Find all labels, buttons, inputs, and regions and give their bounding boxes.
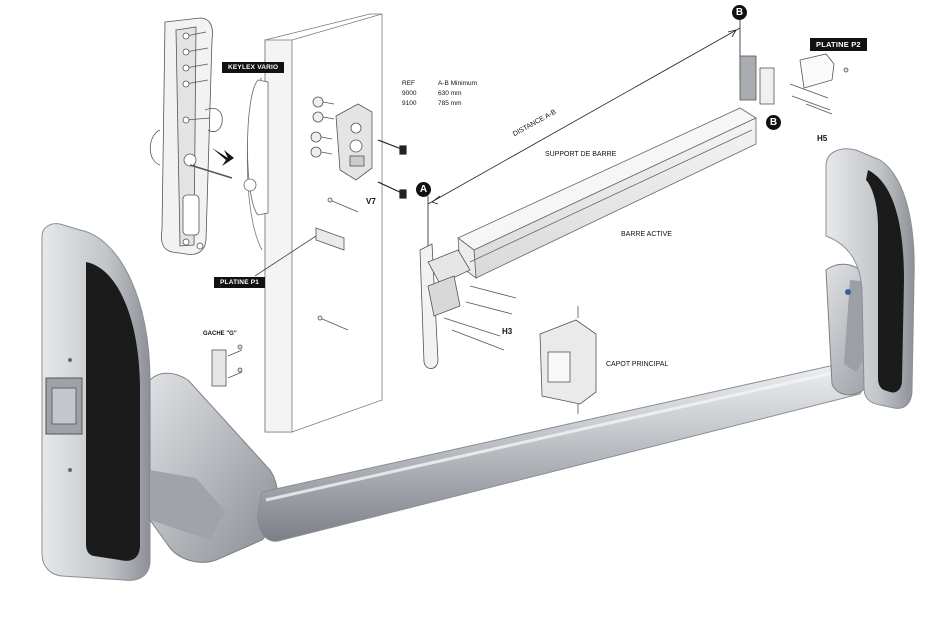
cylinder-housing bbox=[335, 103, 373, 181]
ref-header-ref: REF bbox=[402, 80, 415, 87]
platine-p1-leader bbox=[254, 235, 317, 277]
keylex-vario-lock bbox=[149, 17, 233, 255]
label-v7: V7 bbox=[366, 197, 376, 206]
door-lock-outline bbox=[243, 79, 269, 216]
insert-arrow-icon bbox=[212, 148, 234, 166]
v7-screws bbox=[377, 139, 407, 199]
capot-principal-cover bbox=[539, 306, 597, 414]
marker-b-top: B bbox=[732, 5, 747, 20]
gache-g-strike bbox=[211, 344, 243, 387]
label-platine-p1: PLATINE P1 bbox=[214, 277, 266, 288]
marker-a: A bbox=[416, 182, 431, 197]
cylinder-screws bbox=[310, 96, 335, 158]
label-support-de-barre: SUPPORT DE BARRE bbox=[545, 151, 617, 158]
label-keylex-vario: KEYLEX VARIO bbox=[222, 62, 285, 73]
panic-bar-photo bbox=[41, 148, 915, 581]
label-capot-principal: CAPOT PRINCIPAL bbox=[606, 361, 669, 368]
ref-row-2-min: 785 mm bbox=[438, 100, 462, 107]
bracket-b bbox=[739, 53, 849, 115]
door-panel bbox=[246, 13, 383, 433]
label-h3: H3 bbox=[502, 327, 513, 336]
ref-row-1-ref: 9000 bbox=[402, 90, 417, 97]
label-gache-g: GACHE "G" bbox=[203, 331, 237, 337]
ref-row-1-min: 630 mm bbox=[438, 90, 462, 97]
label-h5: H5 bbox=[817, 134, 828, 143]
label-platine-p2: PLATINE P2 bbox=[810, 38, 867, 51]
bracket-a bbox=[419, 243, 517, 369]
marker-b-side: B bbox=[766, 115, 781, 130]
ref-header-ab-minimum: A-B Minimum bbox=[438, 80, 478, 87]
ref-row-2-ref: 9100 bbox=[402, 100, 417, 107]
bar-support-rail bbox=[457, 107, 757, 279]
label-barre-active: BARRE ACTIVE bbox=[621, 231, 672, 238]
